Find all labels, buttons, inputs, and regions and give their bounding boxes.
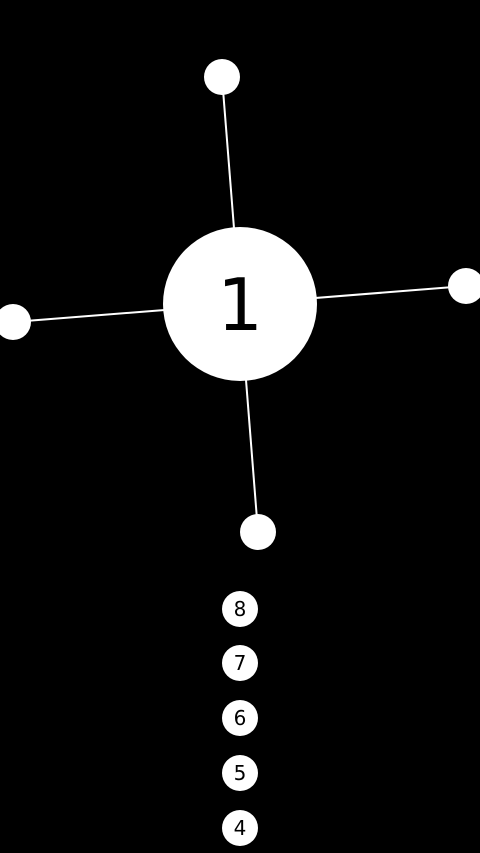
queue-pin: 5: [222, 755, 258, 791]
queue-pin-circle: [222, 755, 258, 791]
queue-pin: 7: [222, 645, 258, 681]
target-circle[interactable]: [163, 227, 317, 381]
target-hub[interactable]: 1: [163, 227, 317, 381]
queue-pin-number: 4: [234, 816, 247, 840]
pin-queue: 8 7 6 5 4: [222, 591, 258, 846]
queue-pin-number: 5: [234, 761, 247, 785]
queue-pin-circle: [222, 810, 258, 846]
queue-pin-circle: [222, 700, 258, 736]
queue-pin-number: 8: [234, 597, 247, 621]
queue-pin-circle: [222, 591, 258, 627]
pin-head: [0, 304, 31, 340]
pin-head: [448, 268, 480, 304]
queue-pin-number: 6: [234, 706, 247, 730]
pin-head: [240, 514, 276, 550]
queue-pin: 4: [222, 810, 258, 846]
queue-pin: 6: [222, 700, 258, 736]
queue-pin: 8: [222, 591, 258, 627]
level-number: 1: [217, 263, 263, 347]
queue-pin-circle: [222, 645, 258, 681]
queue-pin-number: 7: [234, 651, 247, 675]
pin-head: [204, 59, 240, 95]
